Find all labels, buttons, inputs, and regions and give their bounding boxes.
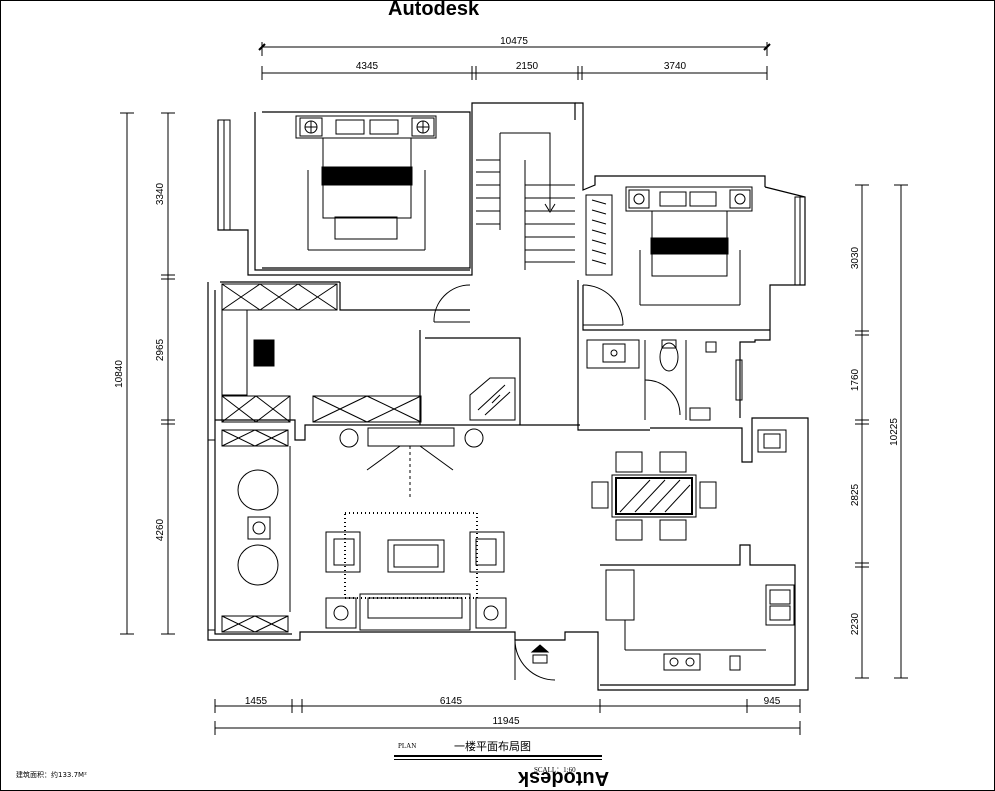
bed-second <box>625 186 753 306</box>
dim-bottom-seg-3: 945 <box>764 696 781 707</box>
watermark-top: Autodesk <box>388 0 480 20</box>
dim-bottom-seg-1: 1455 <box>245 696 268 707</box>
shower-corner <box>469 377 516 421</box>
area-note: 建筑面积：约133.7M² <box>16 771 87 779</box>
dining-table <box>591 451 717 541</box>
dim-top-total-label: 10475 <box>500 36 528 47</box>
dim-right-seg-2: 1760 <box>850 368 861 391</box>
dim-left-seg-1: 3340 <box>155 182 166 205</box>
door-swings <box>433 284 624 681</box>
plan-label: PLAN <box>398 742 417 750</box>
window-living <box>207 439 216 631</box>
dimension-top-total: 10475 <box>258 36 771 56</box>
dim-top-seg-1: 4345 <box>356 61 379 72</box>
drawing-title: 一楼平面布局图 <box>454 740 531 753</box>
dim-bottom-total-label: 11945 <box>492 716 520 727</box>
wardrobe-bedroom-2 <box>585 194 613 276</box>
kitchen-right <box>605 429 795 671</box>
dim-left-total-label: 10840 <box>114 360 125 388</box>
tv-cabinet <box>339 427 484 500</box>
window-bedroom-1 <box>217 119 231 231</box>
bed-master <box>295 115 437 251</box>
living-sofas <box>325 531 507 631</box>
entrance-marker <box>530 644 550 664</box>
dimension-bottom-segments: 1455 6145 945 <box>214 696 801 713</box>
title-underline-thick <box>394 755 602 757</box>
exterior-walls <box>207 102 809 691</box>
window-bath <box>735 359 743 401</box>
dim-left-seg-3: 4260 <box>155 518 166 541</box>
scale-label: SCALL：1:60 <box>534 766 576 774</box>
bathroom <box>586 339 717 421</box>
living-rug <box>344 512 478 599</box>
window-bedroom-2 <box>794 196 806 286</box>
dim-right-seg-1: 3030 <box>850 246 861 269</box>
title-underline-thin <box>394 759 602 760</box>
side-tea-area <box>221 429 291 633</box>
dim-bottom-seg-2: 6145 <box>440 696 463 707</box>
staircase <box>476 132 575 270</box>
dimension-top-segments: 4345 2150 3740 <box>261 61 768 80</box>
dimension-left-segments: 3340 2965 4260 <box>155 112 175 635</box>
dimension-right-total: 10225 <box>889 184 908 679</box>
dimension-bottom-total: 11945 <box>214 716 801 735</box>
dim-right-seg-3: 2825 <box>850 483 861 506</box>
kitchen-cabinets <box>221 283 422 423</box>
dim-left-seg-2: 2965 <box>155 338 166 361</box>
dim-right-seg-4: 2230 <box>850 612 861 635</box>
dim-top-seg-3: 3740 <box>664 61 687 72</box>
dimension-right-segments: 3030 1760 2825 2230 <box>850 184 869 679</box>
dim-top-seg-2: 2150 <box>516 61 539 72</box>
dimension-left-total: 10840 <box>114 112 134 635</box>
dim-right-total-label: 10225 <box>889 418 900 446</box>
